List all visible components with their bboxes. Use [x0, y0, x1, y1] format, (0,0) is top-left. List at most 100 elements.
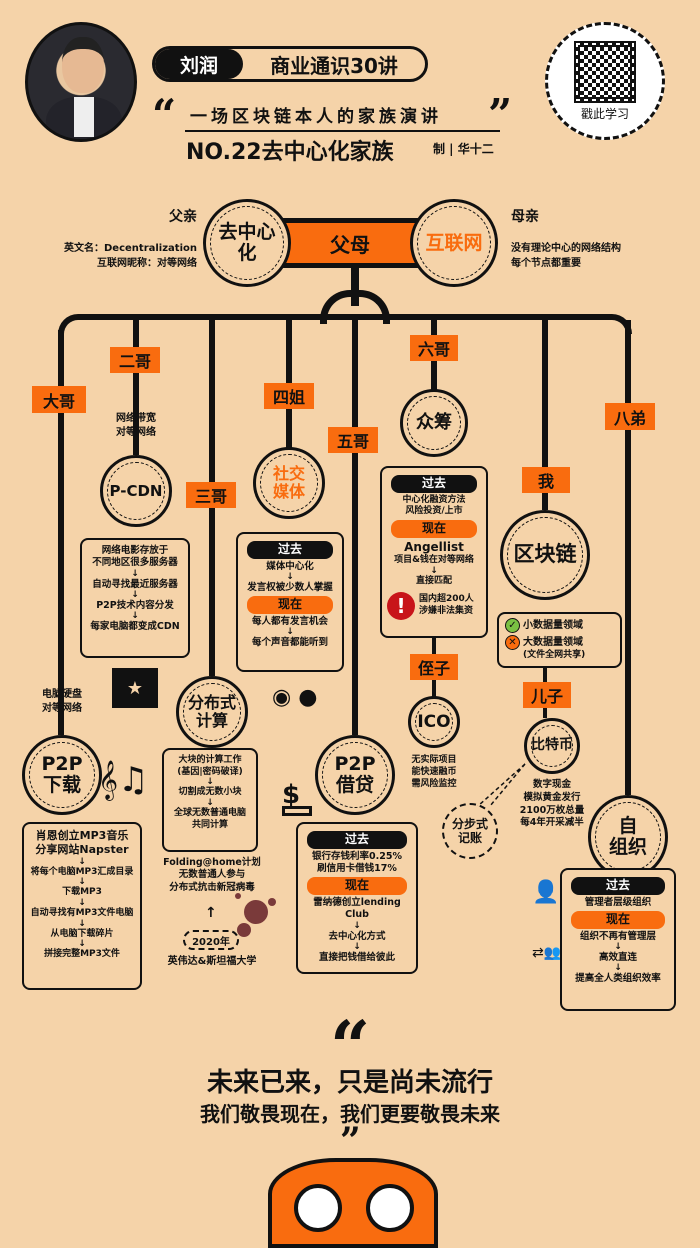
arrow-down-icon: ↓ — [353, 920, 361, 931]
note-bitcoin: 数字现金 模拟黄金发行 2100万枚总量 每4年开采减半 — [519, 779, 585, 829]
now-label: 现在 — [571, 910, 665, 929]
branch-line-5 — [352, 320, 358, 735]
step: 大块的计算工作 (基因|密码破译) — [177, 755, 243, 777]
node-label: P2P 下载 — [41, 753, 83, 796]
node-p2p-lending: P2P 借贷 — [315, 735, 395, 815]
author-name: 刘润 — [155, 49, 243, 79]
series-title: 商业通识30讲 — [270, 53, 398, 78]
node-blockchain: 区块链 — [500, 510, 590, 600]
past-text: 管理者层级组织 — [584, 896, 652, 908]
past-label: 过去 — [571, 877, 665, 895]
arrow-down-icon: ↓ — [614, 963, 622, 974]
money-desk-icon: $ — [282, 780, 312, 816]
step: 自动寻找有MP3文件电脑 — [30, 907, 134, 918]
step: 媒体中心化 — [266, 560, 314, 572]
father-label: 父亲 — [169, 209, 197, 225]
parents-bar: 父母 — [270, 218, 430, 268]
past-label: 过去 — [247, 541, 333, 559]
tag-m3: 三哥 — [186, 482, 236, 508]
box-pcdn: 网络电影存放于 不同地区很多服务器↓自动寻找最近服务器↓P2P技术内容分发↓每家… — [80, 538, 190, 658]
box-self-organization: 过去 管理者层级组织 现在 组织不再有管理层↓ 高效直连↓ 提高全人类组织效率 — [560, 868, 676, 1011]
weibo-qq-icon: ◉ ● — [272, 685, 318, 710]
hierarchy-icon: 👤 — [532, 880, 560, 905]
node-label: 比特币 — [531, 737, 573, 754]
bad-label: 大数据量领域 — [523, 637, 583, 648]
node-pcdn: P-CDN — [100, 455, 172, 527]
node-self-organization: 自 组织 — [588, 795, 668, 879]
node-social-media: 社交 媒体 — [253, 447, 325, 519]
owl-mascot — [268, 1158, 438, 1248]
past-text: 银行存钱利率0.25% 刷信用卡借钱17% — [312, 850, 402, 874]
box-crowdfunding: 过去 中心化融资方法 风险投资/上市 现在 Angellist 项目&钱在对等网… — [380, 466, 488, 638]
mother-node-label: 互联网 — [425, 231, 483, 254]
step: 项目&钱在对等网络 — [394, 555, 474, 566]
virus-icon — [235, 893, 276, 937]
node-distributed-computing: 分布式 计算 — [176, 676, 248, 748]
tag-me: 我 — [522, 467, 570, 493]
author-avatar — [25, 22, 137, 142]
arrow-down-icon: ↓ — [131, 590, 139, 601]
series-pill: 刘润 商业通识30讲 — [152, 46, 428, 82]
qr-caption: 戳此学习 — [580, 106, 629, 121]
node-bitcoin: 比特币 — [524, 718, 580, 774]
arrow-down-icon: ↓ — [78, 877, 86, 888]
arrow-down-icon: ↓ — [430, 565, 438, 576]
arrow-down-icon: ↓ — [286, 571, 294, 582]
mother-label: 母亲 — [511, 209, 539, 225]
tag-m4: 四姐 — [264, 383, 314, 409]
tag-m8: 八弟 — [605, 403, 655, 430]
step: 提高全人类组织效率 — [575, 973, 661, 985]
arrow-up-icon: ↑ — [205, 905, 217, 921]
note-pcdn: 网络带宽 对等网络 — [116, 413, 156, 438]
arrow-down-icon: ↓ — [206, 798, 214, 809]
warning-icon: ! — [387, 591, 415, 620]
year-badge: 2020年 — [183, 930, 239, 950]
branch-line-8 — [625, 320, 631, 795]
branch-line-2 — [133, 320, 139, 455]
step: 网络电影存放于 不同地区很多服务器 — [92, 545, 178, 569]
node-label: 区块链 — [513, 542, 577, 567]
tag-nephew: 侄子 — [410, 654, 458, 680]
tag-m6: 六哥 — [410, 335, 458, 361]
step: 肖恩创立MP3音乐 分享网站Napster — [35, 829, 129, 857]
angellist: Angellist — [404, 539, 464, 554]
parents-label: 父母 — [330, 232, 370, 257]
footer-close-quote-icon: ” — [340, 1120, 361, 1162]
now-label: 现在 — [391, 519, 477, 538]
box-social-media: 过去 媒体中心化↓ 发言权被少数人掌握 现在 每人都有发言机会↓ 每个声音都能听… — [236, 532, 344, 672]
past-text: 中心化融资方法 风险投资/上市 — [402, 494, 466, 517]
node-ico: ICO — [408, 696, 460, 748]
branch-line-1 — [58, 330, 64, 735]
step: 高效直连 — [598, 951, 637, 963]
arrow-down-icon: ↓ — [614, 941, 622, 952]
step: 去中心化方式 — [328, 930, 386, 942]
box-p2p-download: 肖恩创立MP3音乐 分享网站Napster↓将每个电脑MP3汇成目录↓下载MP3… — [22, 822, 142, 990]
box-p2p-lending: 过去 银行存钱利率0.25% 刷信用卡借钱17% 现在 雷纳德创立lending… — [296, 822, 418, 974]
qr-bubble[interactable]: 戳此学习 — [545, 22, 665, 140]
bad-note: (文件全网共享) — [523, 650, 586, 660]
tag-m2: 二哥 — [110, 347, 160, 373]
node-label: 社交 媒体 — [272, 464, 305, 501]
step: 每个声音都能听到 — [251, 637, 328, 649]
arrow-down-icon: ↓ — [286, 627, 294, 638]
tag-son: 儿子 — [523, 682, 571, 708]
mother-desc-2: 每个节点都重要 — [511, 258, 581, 269]
node-label: P2P 借贷 — [334, 753, 376, 796]
ledger-bubble: 分步式 记账 — [442, 803, 498, 859]
credit: 制 | 华十二 — [433, 142, 494, 156]
step: 直接匹配 — [415, 575, 452, 586]
step: 雷纳德创立lending Club — [313, 896, 401, 921]
note-ico: 无实际项目 能快速融币 需风险监控 — [411, 755, 457, 790]
arrow-down-icon: ↓ — [353, 941, 361, 952]
open-quote-icon: “ — [152, 90, 177, 139]
box-distributed-computing: 大块的计算工作 (基因|密码破译)↓切割成无数小块↓全球无数普通电脑 共同计算 — [162, 748, 258, 852]
footer-line-2: 我们敬畏现在，我们更要敬畏未来 — [200, 1102, 500, 1126]
check-icon: ✓ — [505, 618, 520, 633]
trunk-fork — [320, 290, 390, 324]
arrow-down-icon: ↓ — [78, 918, 86, 929]
network-icon: ⇄👥 — [532, 945, 562, 961]
footer-open-quote-icon: “ — [330, 1005, 371, 1088]
arrow-down-icon: ↓ — [78, 897, 86, 908]
footer-line-1: 未来已来，只是尚未流行 — [206, 1068, 493, 1098]
arrow-down-icon: ↓ — [78, 856, 86, 867]
